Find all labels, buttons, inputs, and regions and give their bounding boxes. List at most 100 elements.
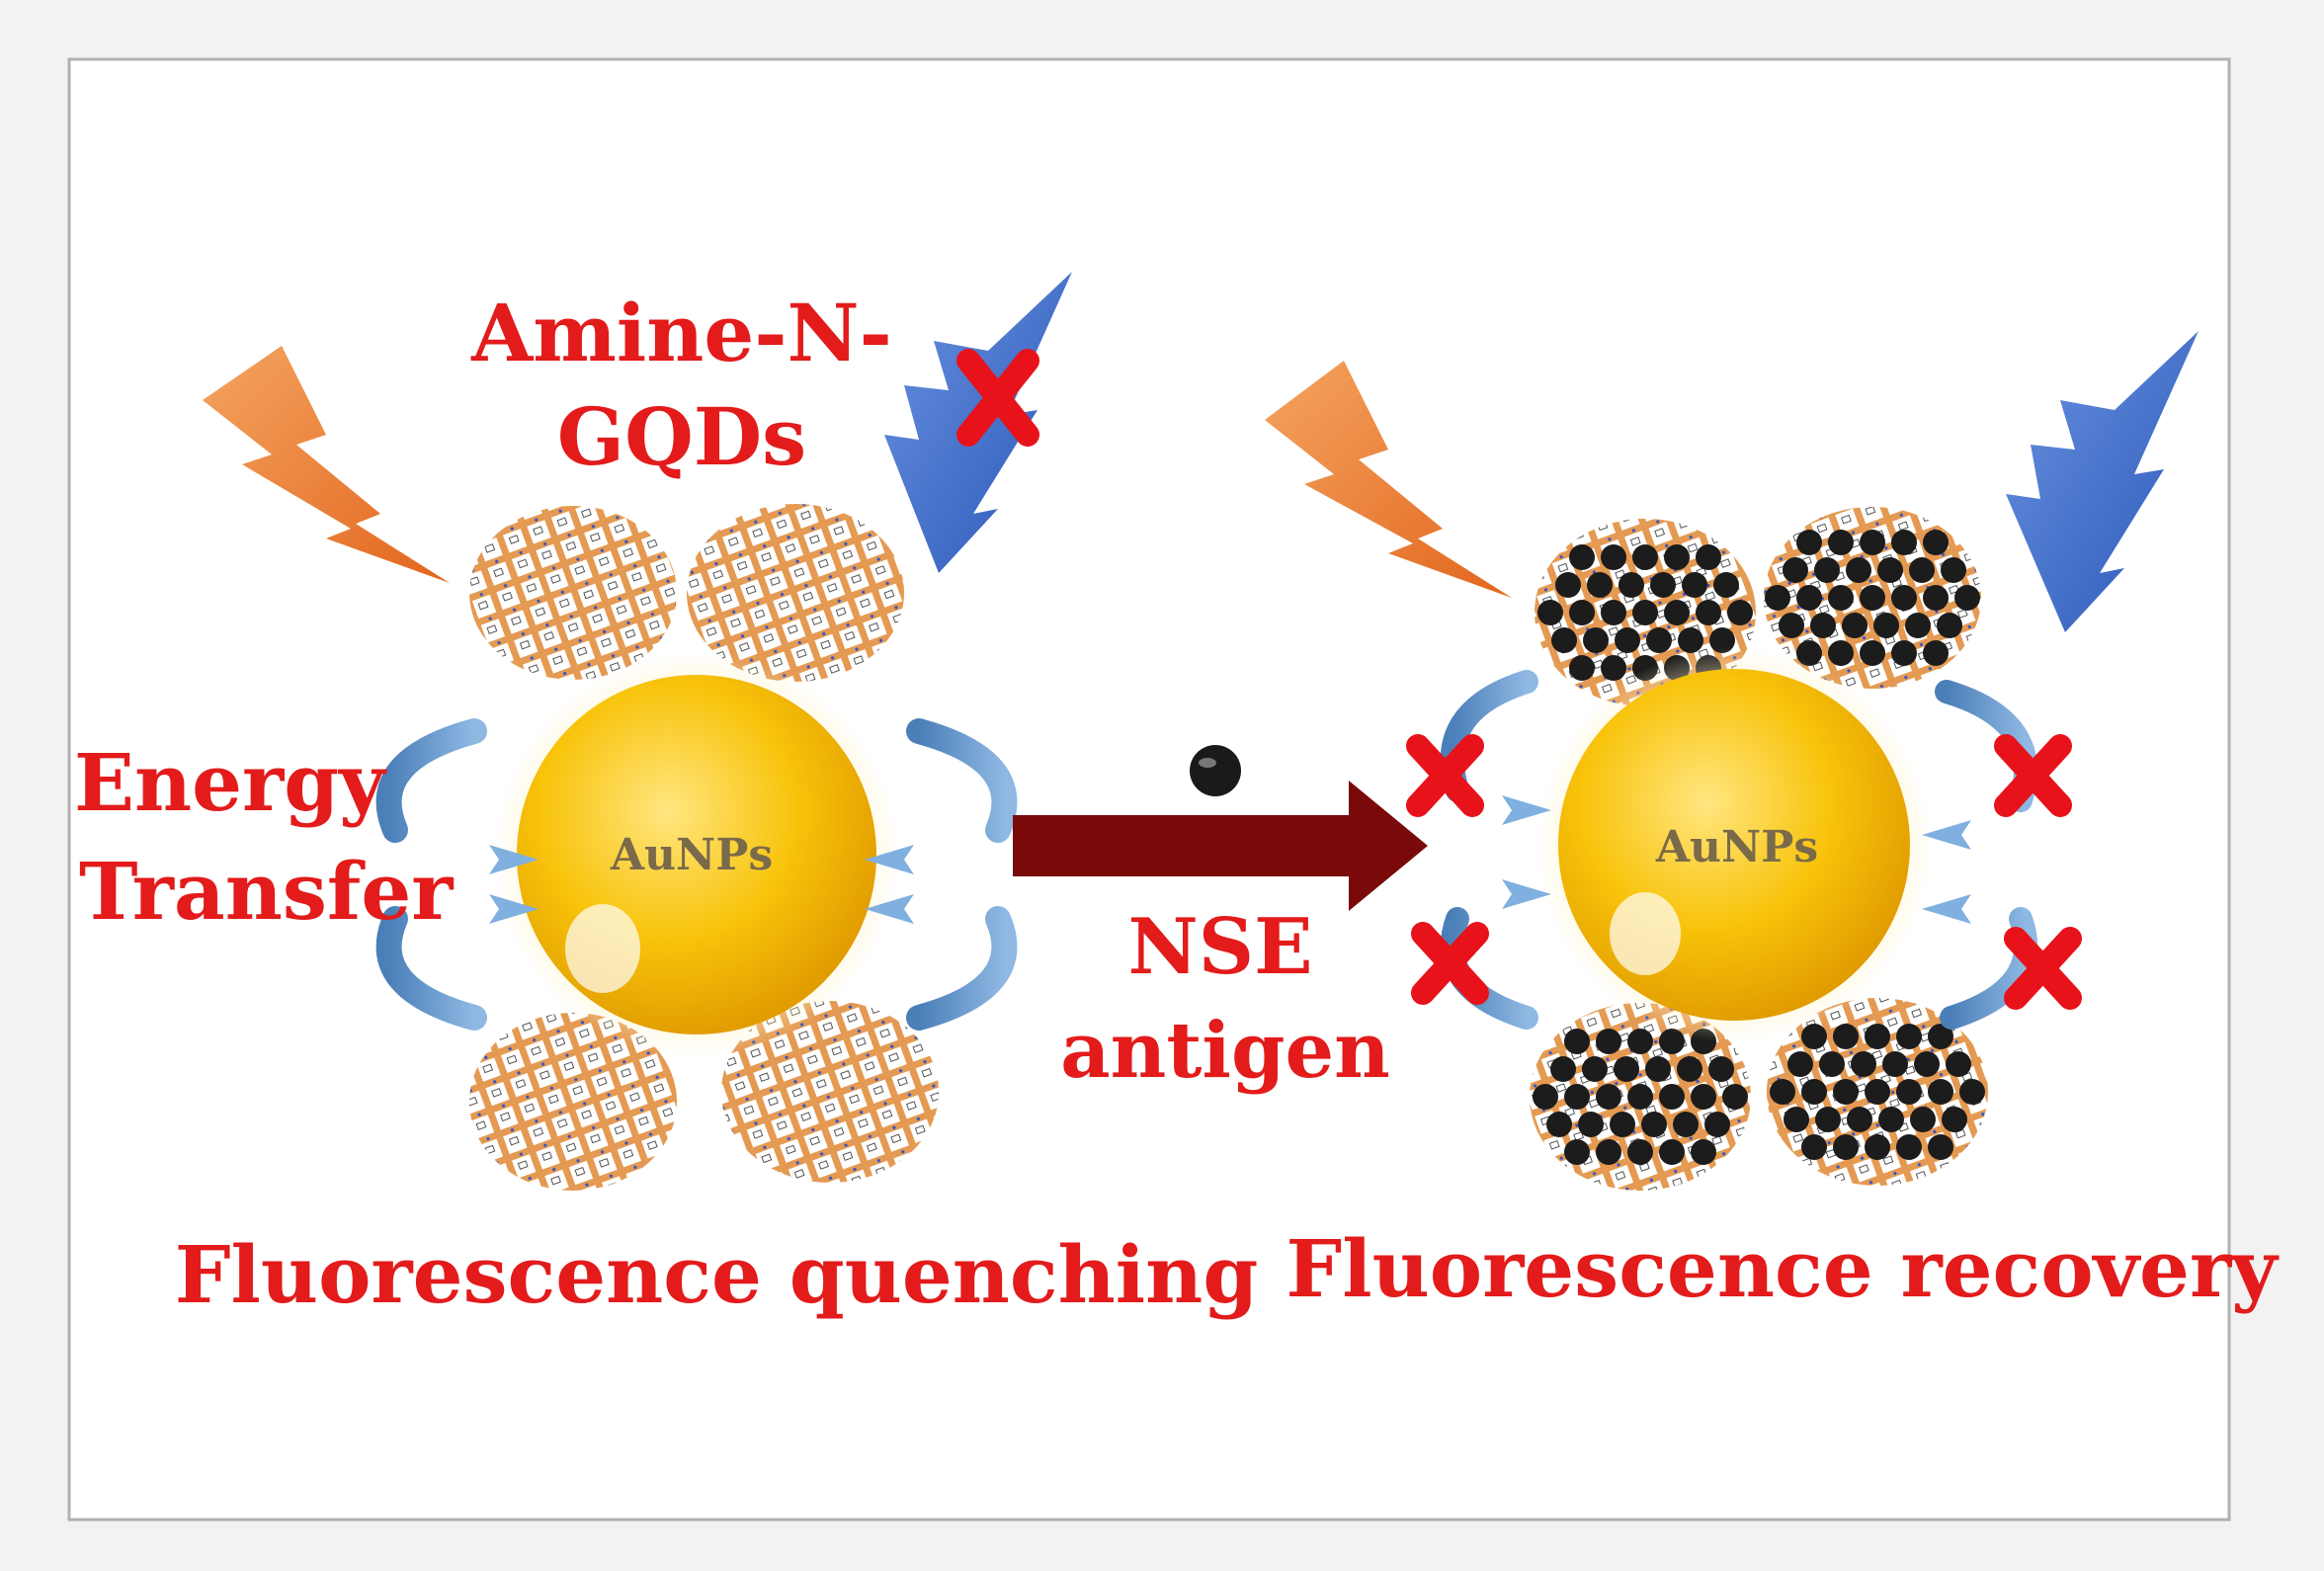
antigen-bead (1787, 1051, 1813, 1077)
antigen-bead (1704, 1112, 1730, 1137)
antigen-bead (1815, 1107, 1841, 1132)
antigen-bead (1627, 1084, 1653, 1110)
antigen-bead (1909, 557, 1935, 583)
antigen-bead (1722, 1084, 1748, 1110)
antigen-bead (1784, 1107, 1809, 1132)
antigen-bead (1614, 1056, 1639, 1082)
energy-transfer-label-line1: Energy (74, 736, 387, 829)
antigen-bead (1819, 1051, 1845, 1077)
antigen-bead (1896, 1134, 1922, 1160)
antigen-bead (1578, 1112, 1604, 1137)
antigen-bead (1678, 627, 1703, 653)
antigen-bead (1673, 1112, 1699, 1137)
antigen-bead (1555, 572, 1581, 598)
antigen-bead (1928, 1134, 1953, 1160)
antigen-bead (1551, 627, 1577, 653)
left-panel (203, 272, 1072, 1191)
antigen-dot-shine (1199, 758, 1216, 768)
antigen-bead (1860, 640, 1885, 666)
antigen-bead (1941, 557, 1966, 583)
antigen-bead (1865, 1079, 1890, 1105)
antigen-bead (1645, 1056, 1671, 1082)
antigen-bead (1659, 1084, 1685, 1110)
antigen-bead (1569, 544, 1595, 570)
antigen-dot-icon (1190, 745, 1241, 796)
antigen-bead (1842, 613, 1868, 638)
antigen-bead (1713, 572, 1739, 598)
antigen-bead (1959, 1079, 1985, 1105)
antigen-bead (1564, 1029, 1590, 1054)
antigen-bead (1942, 1107, 1967, 1132)
antigen-bead (1610, 1112, 1635, 1137)
antigen-bead (1632, 544, 1658, 570)
antigen-bead (1632, 600, 1658, 625)
energy-arrow-heads-left (489, 845, 914, 924)
caption-quenching: Fluorescence quenching (175, 1228, 1259, 1321)
antigen-bead (1847, 1107, 1872, 1132)
antigen-bead (1601, 655, 1626, 681)
gqd-cluster-top-left (469, 506, 677, 680)
block-x-icon (2004, 927, 2082, 1010)
antigen-bead (1696, 600, 1721, 625)
antigen-bead (1615, 627, 1640, 653)
antigen-bead (1691, 1084, 1716, 1110)
energy-arrows-left (375, 718, 1018, 1031)
block-x-marks (1406, 734, 2082, 1010)
antigen-bead (1564, 1139, 1590, 1165)
antigen-bead (1946, 1051, 1971, 1077)
antigen-bead (1796, 530, 1822, 555)
antigen-bead (1646, 627, 1672, 653)
block-x-icon (956, 349, 1039, 447)
antigen-bead (1770, 1079, 1795, 1105)
antigen-bead (1923, 530, 1949, 555)
antigen-bead (1533, 1084, 1558, 1110)
antigen-bead (1937, 613, 1962, 638)
antigen-bead (1587, 572, 1613, 598)
antigen-bead (1596, 1139, 1621, 1165)
antigen-bead (1801, 1134, 1827, 1160)
antigen-bead (1846, 557, 1871, 583)
antigen-bead (1596, 1084, 1621, 1110)
antigen-bead (1891, 585, 1917, 611)
antigen-bead (1828, 640, 1854, 666)
antigen-bead (1928, 1079, 1953, 1105)
antigen-bead (1833, 1024, 1859, 1049)
antigen-bead (1873, 613, 1899, 638)
antigen-bead (1923, 640, 1949, 666)
antigen-bead (1896, 1024, 1922, 1049)
antigen-bead (1664, 600, 1690, 625)
aunps-label-left: AuNPs (610, 830, 773, 880)
antigen-bead (1650, 572, 1676, 598)
gqd-cluster-top-right (687, 504, 904, 682)
antigen-bead (1727, 600, 1753, 625)
block-x-icon (1406, 734, 1484, 817)
right-panel (1265, 331, 2199, 1191)
antigen-bead (1659, 1139, 1685, 1165)
antigen-bead (1564, 1084, 1590, 1110)
antigen-bead (1882, 1051, 1908, 1077)
nse-label-line1: NSE (1127, 902, 1312, 992)
antigen-bead (1618, 572, 1644, 598)
antigen-bead (1877, 557, 1903, 583)
antigen-bead (1928, 1024, 1953, 1049)
antigen-bead (1659, 1029, 1685, 1054)
caption-recovery: Fluorescence recovery (1286, 1222, 2280, 1315)
antigen-bead (1954, 585, 1980, 611)
antigen-bead (1709, 627, 1735, 653)
antigen-bead (1537, 600, 1563, 625)
antigen-bead (1641, 1112, 1667, 1137)
energy-arrow-heads-right (1502, 795, 1971, 924)
antigen-bead (1601, 600, 1626, 625)
antigen-bead (1833, 1079, 1859, 1105)
antigen-bead (1779, 613, 1804, 638)
antigen-bead (1810, 613, 1836, 638)
antigen-bead (1865, 1134, 1890, 1160)
antigen-bead (1569, 655, 1595, 681)
antigen-bead (1801, 1024, 1827, 1049)
antigen-bead (1905, 613, 1931, 638)
antigen-bead (1682, 572, 1707, 598)
antigen-bead (1627, 1029, 1653, 1054)
antigen-bead (1860, 585, 1885, 611)
